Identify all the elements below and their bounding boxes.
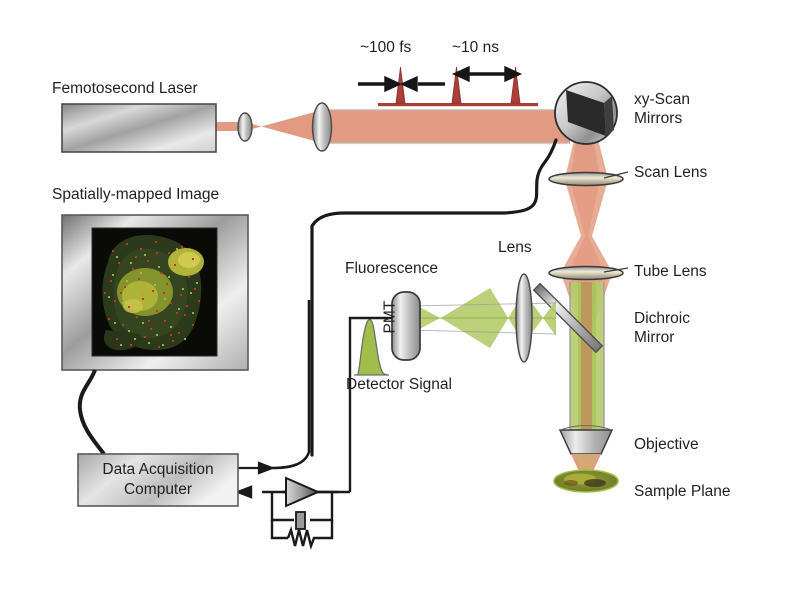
- computer-label-line2: Computer: [123, 481, 193, 498]
- daq-to-galvo-cable: [271, 300, 311, 470]
- fluorescence-beam-column: [569, 282, 605, 432]
- dichroic-mirror-label-line2: Mirror: [634, 329, 675, 346]
- feedback-resistor: [286, 525, 316, 551]
- collimating-lens-small: [237, 112, 253, 142]
- collection-lens: [515, 273, 533, 363]
- scan-mirrors-label-line2: Mirrors: [634, 110, 683, 127]
- spatially-mapped-image-monitor: [61, 214, 249, 371]
- scan-lens: [548, 171, 624, 187]
- computer-output-arrow: [238, 461, 276, 475]
- pmt-label: PMT: [381, 300, 399, 334]
- beam-expander-lens: [311, 102, 333, 152]
- detector-signal-trace: [354, 318, 390, 376]
- femtosecond-laser-box: [61, 103, 217, 153]
- pulse-width-label: ~100 fs: [360, 39, 412, 56]
- amplifier-to-computer-wire: [234, 485, 338, 499]
- sample-plane: [553, 469, 619, 493]
- data-acquisition-computer-box: [77, 453, 239, 507]
- pulse-spacing-arrow: [451, 65, 523, 83]
- tube-lens-label: Tube Lens: [634, 263, 707, 280]
- dichroic-mirror-label-line1: Dichroic: [634, 310, 690, 327]
- transimpedance-amplifier: [285, 476, 321, 508]
- computer-label-line1: Data Acquisition: [102, 461, 214, 478]
- scan-lens-label: Scan Lens: [634, 164, 708, 181]
- detector-signal-label: Detector Signal: [346, 376, 452, 393]
- objective-label: Objective: [634, 436, 699, 453]
- spatially-mapped-image-label: Spatially-mapped Image: [52, 186, 220, 203]
- excitation-beam-horizontal: [215, 109, 570, 145]
- sample-plane-label: Sample Plane: [634, 483, 731, 500]
- laser-label: Femotosecond Laser: [52, 80, 198, 97]
- pmt-detector: [391, 291, 421, 361]
- fluorescence-beam-horizontal: [411, 288, 557, 348]
- dichroic-mirror: [532, 282, 604, 354]
- objective: [558, 424, 614, 480]
- feedback-capacitor: [295, 511, 306, 530]
- pulse-spacing-label: ~10 ns: [452, 39, 499, 56]
- monitor-to-computer-cable: [77, 369, 106, 456]
- label-leader-lines: [603, 171, 629, 273]
- pulse-train: [378, 66, 538, 107]
- pulse-width-arrow: [358, 75, 445, 93]
- xy-scan-mirrors: [554, 81, 618, 145]
- scan-mirror-control-cable: [310, 138, 558, 457]
- fluorescence-label: Fluorescence: [345, 260, 439, 277]
- scan-mirrors-label-line1: xy-Scan: [634, 91, 690, 108]
- collection-lens-label: Lens: [498, 239, 532, 256]
- amplifier-feedback-network: [270, 492, 334, 540]
- fluorescence-specimen-image: [102, 235, 204, 351]
- tube-lens: [548, 265, 624, 281]
